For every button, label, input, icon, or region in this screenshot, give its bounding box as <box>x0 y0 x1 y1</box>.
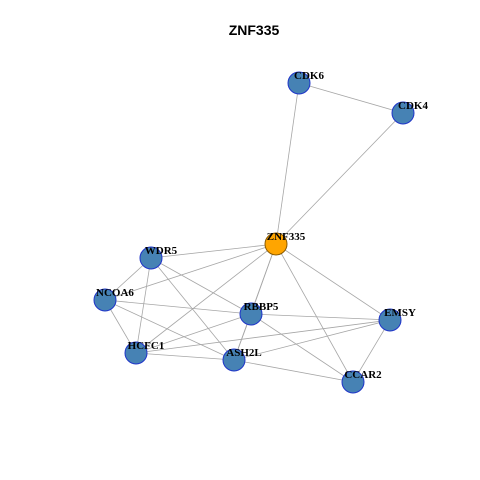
edge-ncoa6-rbbp5 <box>104 299 252 315</box>
edge-znf335-ccar2 <box>275 243 354 383</box>
edge-cdk6-cdk4 <box>298 82 404 114</box>
edge-wdr5-hcfc1 <box>135 257 152 354</box>
edge-ash2l-emsy <box>233 319 391 361</box>
node-cdk6[interactable] <box>287 71 311 95</box>
node-ash2l[interactable] <box>222 348 246 372</box>
node-label-cdk6: CDK6 <box>294 70 324 82</box>
edge-rbbp5-hcfc1 <box>135 313 252 354</box>
edge-ncoa6-ash2l <box>104 299 235 361</box>
edge-wdr5-rbbp5 <box>150 257 252 315</box>
node-label-ash2l: ASH2L <box>226 347 261 359</box>
node-label-hcfc1: HCFC1 <box>128 340 165 352</box>
node-label-rbbp5: RBBP5 <box>244 301 279 313</box>
edge-emsy-ccar2 <box>352 319 391 383</box>
edge-layer <box>104 82 404 383</box>
edge-hcfc1-ash2l <box>135 352 235 361</box>
edge-znf335-emsy <box>275 243 391 321</box>
node-wdr5[interactable] <box>139 246 163 270</box>
edge-rbbp5-ccar2 <box>250 313 354 383</box>
edge-znf335-ncoa6 <box>104 243 277 301</box>
node-znf335[interactable] <box>264 232 288 256</box>
node-emsy[interactable] <box>378 308 402 332</box>
node-rbbp5[interactable] <box>239 302 263 326</box>
node-cdk4[interactable] <box>391 101 415 125</box>
node-ccar2[interactable] <box>341 370 365 394</box>
edge-znf335-wdr5 <box>150 243 277 259</box>
node-ncoa6[interactable] <box>93 288 117 312</box>
node-label-cdk4: CDK4 <box>398 100 428 112</box>
node-hcfc1[interactable] <box>124 341 148 365</box>
edge-cdk6-znf335 <box>275 82 300 245</box>
edge-cdk4-znf335 <box>275 112 404 245</box>
edge-rbbp5-emsy <box>250 313 391 321</box>
node-label-ccar2: CCAR2 <box>344 369 382 381</box>
node-layer <box>93 71 415 394</box>
edge-ash2l-ccar2 <box>233 359 354 383</box>
node-label-emsy: EMSY <box>384 307 416 319</box>
edge-znf335-hcfc1 <box>135 243 277 354</box>
edge-wdr5-ash2l <box>150 257 235 361</box>
node-label-ncoa6: NCOA6 <box>96 287 134 299</box>
edge-hcfc1-emsy <box>135 319 391 354</box>
node-label-znf335: ZNF335 <box>267 231 306 243</box>
diagram-title: ZNF335 <box>229 22 280 38</box>
node-label-wdr5: WDR5 <box>145 245 178 257</box>
